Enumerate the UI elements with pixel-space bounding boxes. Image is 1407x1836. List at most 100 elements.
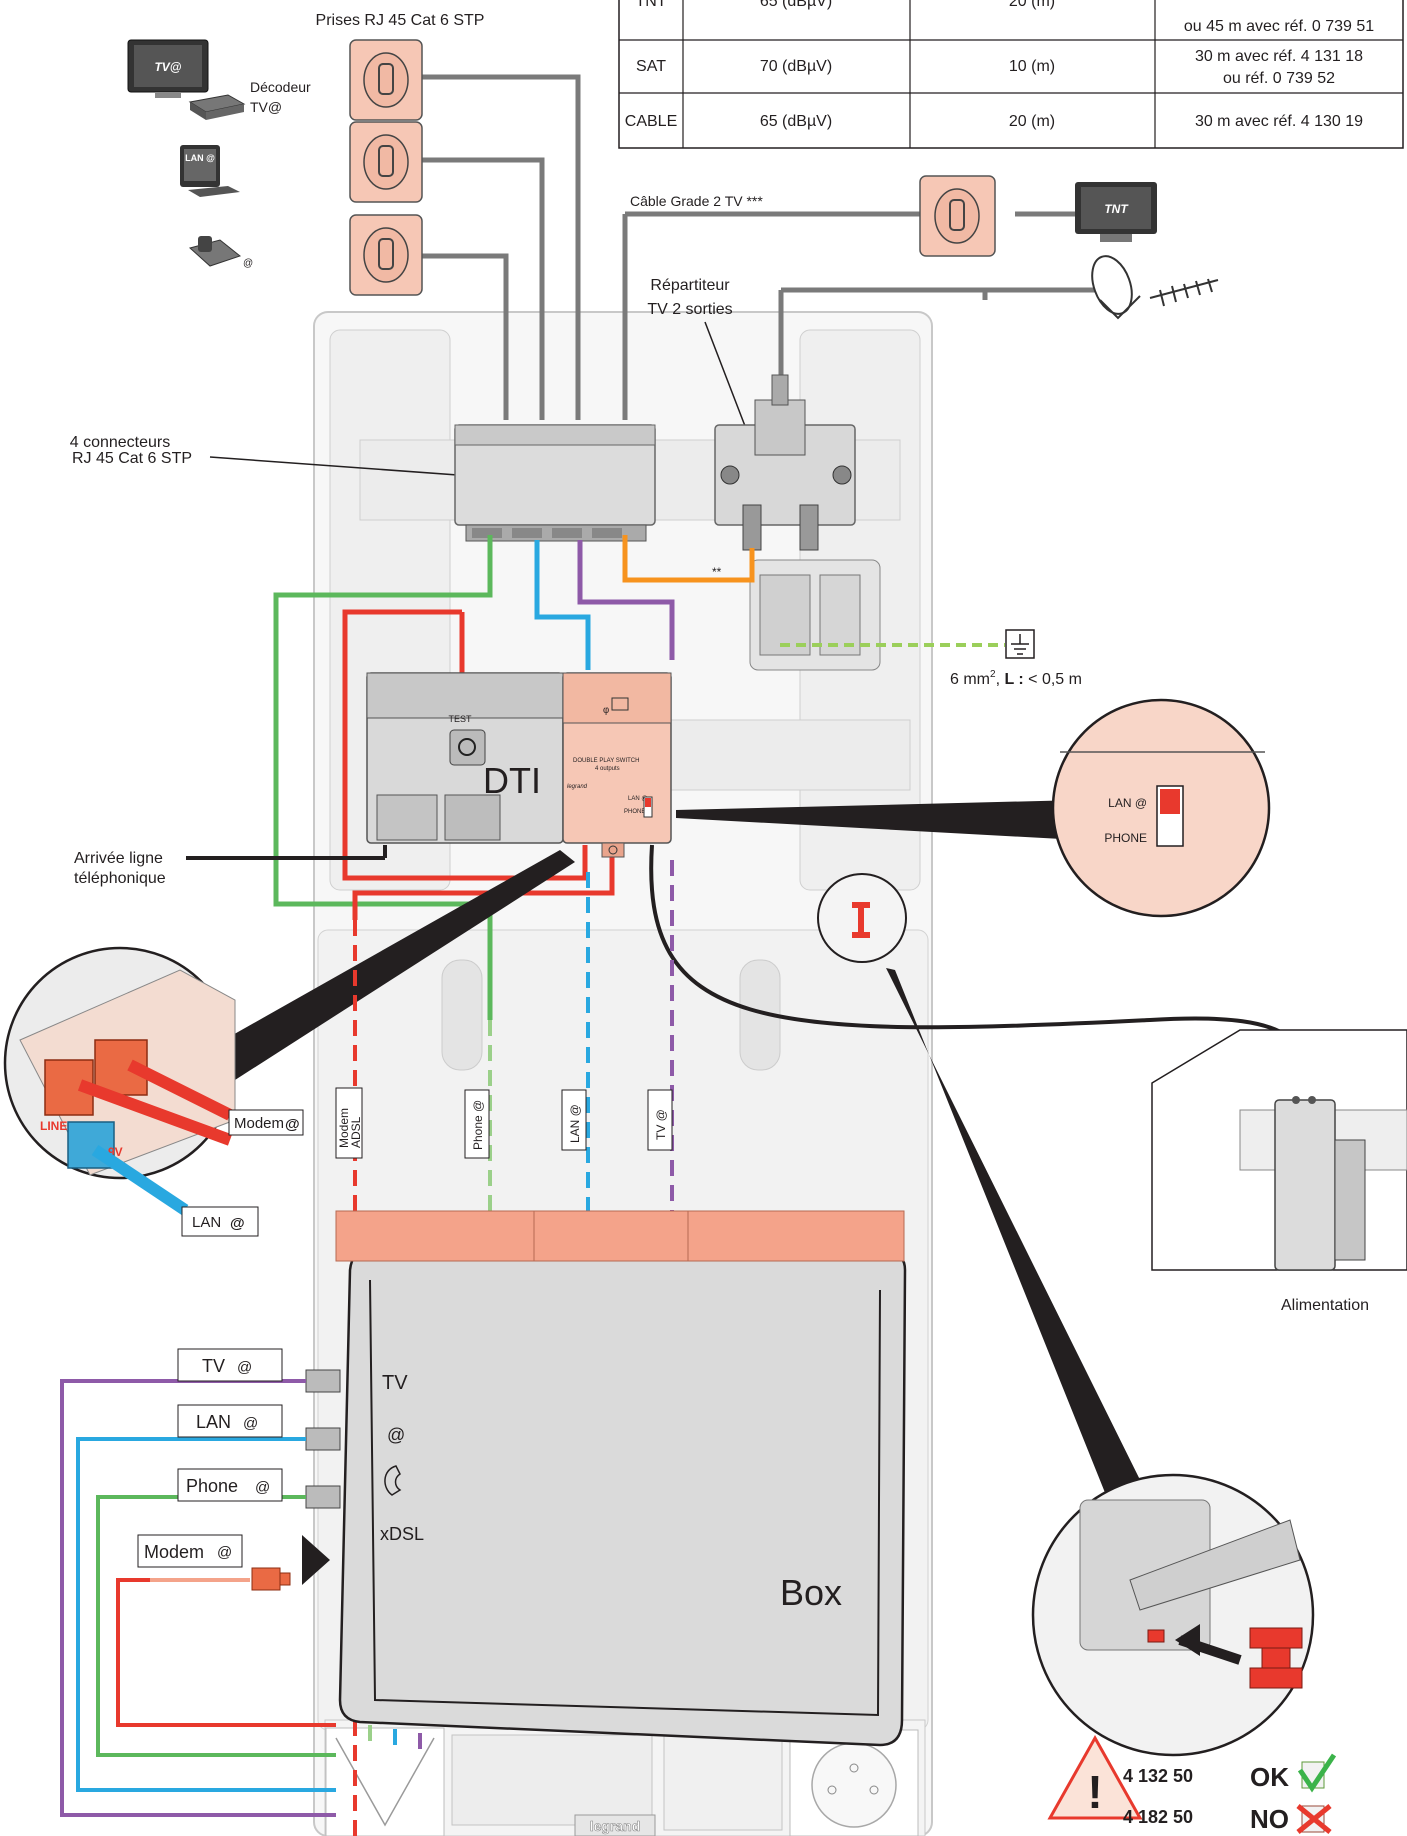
label-decodeur: Décodeur <box>250 79 311 95</box>
row-sat-level: 70 (dBµV) <box>760 58 832 75</box>
phone-glyph-icon <box>384 1465 402 1496</box>
label-cable-grade: Câble Grade 2 TV *** <box>630 193 763 209</box>
label-test: TEST <box>448 714 472 724</box>
box-label-xdsl: xDSL <box>380 1524 424 1544</box>
power-supply <box>1151 1029 1407 1271</box>
decoder-icon <box>188 94 246 120</box>
earth-icon <box>1005 629 1035 659</box>
warning-icon: ! <box>1047 1734 1143 1820</box>
zoom-clip <box>1031 1473 1315 1757</box>
svg-text:LAN @: LAN @ <box>568 1104 582 1143</box>
label-prises: Prises RJ 45 Cat 6 STP <box>316 12 485 29</box>
label-ok: OK <box>1250 1762 1289 1792</box>
row-cable-length: 20 (m) <box>1009 113 1055 130</box>
label-repartiteur: Répartiteur <box>650 277 730 294</box>
earth-terminal <box>749 559 881 671</box>
antenna-icon <box>1149 278 1219 307</box>
tag-modem-adsl: Modem ADSL <box>335 1087 363 1159</box>
svg-text:ᵩ: ᵩ <box>603 699 609 715</box>
wall-socket <box>349 214 423 296</box>
svg-text:Phone: Phone <box>186 1476 238 1496</box>
blue-cable <box>534 540 591 670</box>
left-tag-phone: Phone @ <box>177 1468 283 1502</box>
svg-text:@: @ <box>217 1544 232 1561</box>
svg-text:TV @: TV @ <box>654 1109 668 1140</box>
double-play-switch: ᵩ DOUBLE PLAY SWITCH 4 outputs legrand L… <box>562 672 672 858</box>
callout-wedge <box>886 968 1155 1530</box>
box-label-name: Box <box>780 1572 842 1613</box>
tag-lan: LAN @ <box>561 1089 587 1151</box>
svg-text:LAN: LAN <box>196 1412 231 1432</box>
tag-tv: TV @ <box>647 1089 673 1151</box>
purple-cable <box>577 540 675 660</box>
label-switch-line1: DOUBLE PLAY SWITCH <box>573 758 639 764</box>
red-cable <box>342 609 615 920</box>
wall-socket <box>349 39 423 121</box>
orange-coax <box>622 535 755 583</box>
label-switch-lan: LAN @ <box>628 796 647 802</box>
svg-text:Modem: Modem <box>144 1542 204 1562</box>
dti-module: TEST DTI <box>366 672 564 844</box>
row-sat-note2: ou réf. 0 739 52 <box>1223 70 1335 87</box>
tv-icon: TV@ <box>127 39 209 98</box>
label-dti: DTI <box>483 760 541 801</box>
left-tag-modem: Modem @ <box>137 1534 243 1568</box>
tnt-tv-icon: TNT <box>1075 182 1157 242</box>
lan-tag: LAN @ <box>181 1206 259 1237</box>
legrand-logo: legrand <box>574 1814 656 1836</box>
svg-text:LINE: LINE <box>40 1119 67 1133</box>
phone-icon <box>188 236 242 267</box>
svg-text:Modem: Modem <box>234 1115 284 1132</box>
svg-text:Phone @: Phone @ <box>471 1100 485 1150</box>
box-label-tv: TV <box>382 1372 408 1394</box>
tv-splitter <box>714 374 856 551</box>
zoom-ports: LINE 9V <box>3 946 237 1215</box>
label-ground: 6 mm2, L : < 0,5 m <box>950 669 1082 688</box>
row-tnt-note: ou 45 m avec réf. 0 739 51 <box>1184 18 1374 35</box>
signal-table: TNT 65 (dBµV) 20 (m) ou 45 m avec réf. 0… <box>618 0 1404 149</box>
computer-icon: LAN @ <box>180 145 240 197</box>
svg-text:@: @ <box>285 1116 300 1133</box>
satellite-dish-icon <box>1091 255 1141 320</box>
label-decodeur-tv: TV@ <box>250 99 282 115</box>
label-switch-line2: 4 outputs <box>595 766 620 772</box>
ref-ok: 4 132 50 <box>1123 1766 1193 1786</box>
callout-wedge <box>676 800 1080 840</box>
svg-text:LAN @: LAN @ <box>185 153 215 163</box>
zoom-label-phone: PHONE <box>1104 831 1147 845</box>
modem-tag: Modem @ <box>228 1109 304 1136</box>
svg-text:@: @ <box>255 1479 270 1496</box>
green-cable <box>273 535 493 1020</box>
left-tag-lan: LAN @ <box>177 1404 283 1438</box>
row-cable-type: CABLE <box>625 113 677 130</box>
checkmark-icon <box>1297 1753 1337 1793</box>
clip-detail <box>817 873 907 963</box>
rj45-plug-icon <box>251 1567 291 1591</box>
callout-wedge <box>215 850 575 1080</box>
label-telephonique: téléphonique <box>74 870 166 887</box>
svg-text:@: @ <box>243 1415 258 1432</box>
label-phone-at: @ <box>243 258 253 269</box>
label-connecteurs-cat6: RJ 45 Cat 6 STP <box>72 450 192 467</box>
svg-text:Modem: Modem <box>337 1108 351 1148</box>
label-double-star: ** <box>712 565 722 579</box>
row-sat-length: 10 (m) <box>1009 58 1055 75</box>
label-switch-phone: PHONE <box>624 809 645 815</box>
label-switch-brand: legrand <box>567 784 588 790</box>
box-label-at: @ <box>387 1425 405 1445</box>
rj45-cables <box>410 74 1095 420</box>
row-cable-note: 30 m avec réf. 4 130 19 <box>1195 113 1363 130</box>
label-connecteurs: 4 connecteurs <box>70 434 171 451</box>
svg-text:LAN: LAN <box>192 1214 221 1231</box>
zoom-switch: LAN @ PHONE <box>1051 698 1271 918</box>
svg-text:@: @ <box>237 1359 252 1376</box>
row-tnt-length: 20 (m) <box>1009 0 1055 10</box>
row-cable-level: 65 (dBµV) <box>760 113 832 130</box>
svg-text:TV: TV <box>202 1356 225 1376</box>
svg-text:ADSL: ADSL <box>349 1116 363 1148</box>
box: TV @ xDSL Box <box>302 1210 907 1747</box>
svg-text:TNT: TNT <box>1104 202 1129 216</box>
svg-text:TV@: TV@ <box>154 60 181 74</box>
label-alimentation: Alimentation <box>1281 1297 1369 1314</box>
